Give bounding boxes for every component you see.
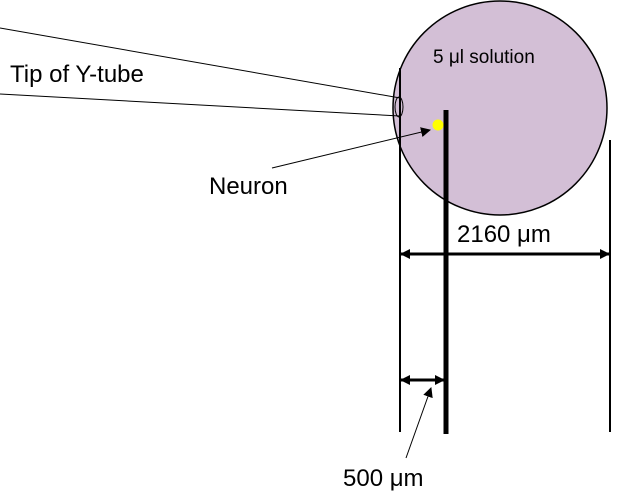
neuron-dot — [432, 119, 444, 131]
solution-droplet — [392, 0, 608, 216]
y-tube-label: Tip of Y-tube — [10, 61, 144, 88]
neuron-label: Neuron — [209, 173, 288, 200]
width-2160-label: 2160 μm — [457, 221, 551, 248]
neuron-pointer-arrow — [271, 127, 431, 169]
y-tube-upper-line — [0, 27, 401, 99]
y-tube-lower-line — [0, 93, 401, 117]
width-500-label: 500 μm — [343, 465, 424, 492]
width-500-pointer-arrow — [405, 387, 433, 459]
solution-label: 5 μl solution — [433, 47, 535, 68]
